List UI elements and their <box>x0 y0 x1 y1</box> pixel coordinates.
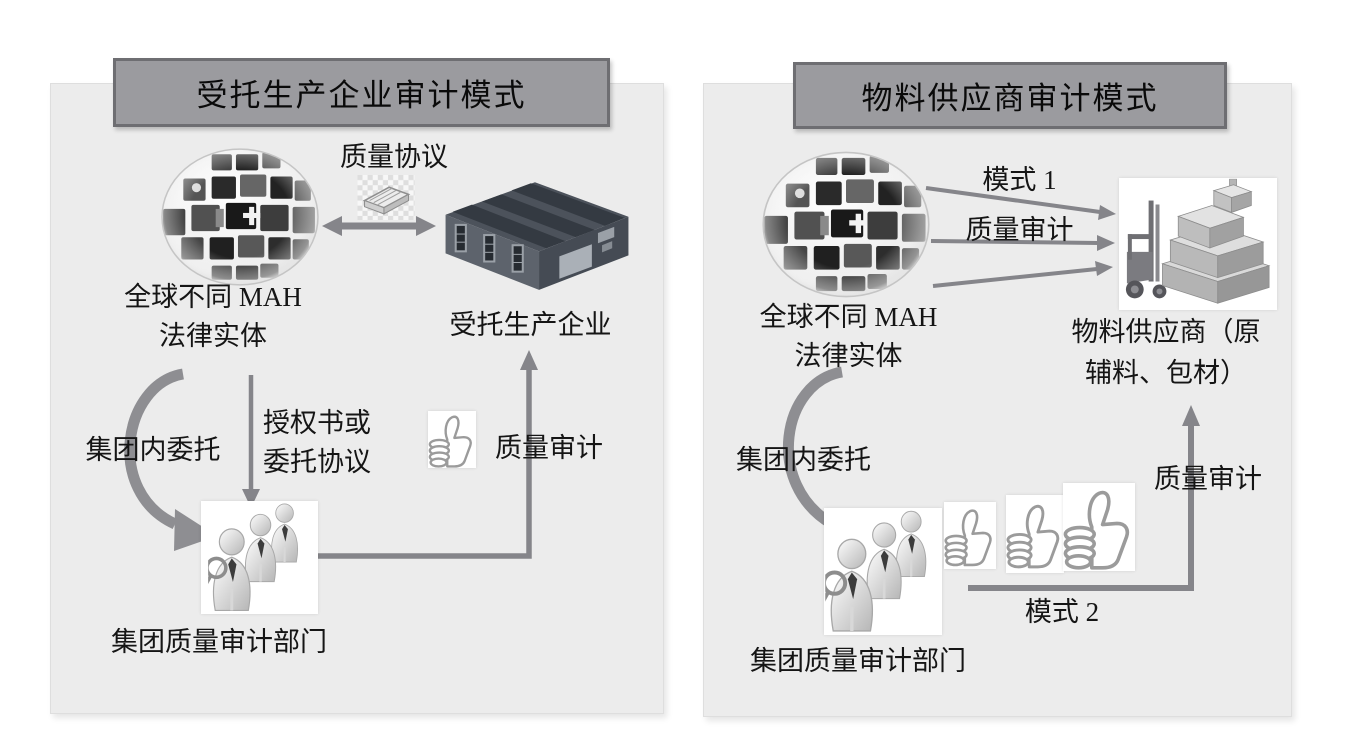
quality-audit-top-label: 质量审计 <box>965 215 1074 245</box>
audit-dept-label: 集团质量审计部门 <box>111 627 327 657</box>
audit-team-icon <box>201 501 318 614</box>
thumbs-up-icon-small <box>944 502 996 569</box>
panel-contract-manufacturer-audit: 质量协议 全球不同 MAH 法律实体 受托生产企业 集团内委托 授权书或 委托协… <box>50 83 664 714</box>
audit-dept-label: 集团质量审计部门 <box>750 646 966 676</box>
thumbs-up-icon-large <box>1063 483 1135 571</box>
mode2-label: 模式 2 <box>1024 597 1100 627</box>
mah-entity-label: 全球不同 MAH 法律实体 <box>726 298 971 376</box>
material-supplier-line1: 物料供应商（原 <box>1071 317 1261 347</box>
authorization-label-line1: 授权书或 <box>263 408 371 438</box>
audit-team-icon <box>824 508 942 635</box>
quality-audit-bottom-label: 质量审计 <box>1154 464 1262 494</box>
material-supplier-label: 物料供应商（原 辅料、包材） <box>1040 312 1292 394</box>
panel-material-supplier-audit: 模式 1 质量审计 全球不同 MAH 法律实体 物料供应商（原 辅料、包材） 集… <box>703 83 1292 717</box>
mode1-arrow-bottom <box>932 267 1098 288</box>
left-panel-title: 受托生产企业审计模式 <box>113 58 610 127</box>
mah-entity-line2: 法律实体 <box>159 321 267 351</box>
quality-agreement-label: 质量协议 <box>340 142 448 172</box>
double-arrow-left-head <box>322 216 342 236</box>
quality-audit-label: 质量审计 <box>495 433 603 463</box>
contract-manufacturer-label: 受托生产企业 <box>449 310 612 340</box>
intra-group-delegation-label: 集团内委托 <box>85 435 221 465</box>
double-arrow-right-head <box>416 216 436 236</box>
mah-entity-line2: 法律实体 <box>794 341 903 371</box>
globe-flags-icon <box>159 146 321 288</box>
forklift-pallets-icon <box>1119 178 1277 310</box>
authorization-label-line2: 委托协议 <box>263 447 371 477</box>
mah-entity-line1: 全球不同 MAH <box>759 302 938 332</box>
mode2-arrow-head <box>1182 405 1200 426</box>
right-panel-title: 物料供应商审计模式 <box>793 62 1227 129</box>
factory-icon <box>439 168 635 294</box>
thumbs-up-icon <box>428 411 476 468</box>
globe-flags-icon <box>760 148 932 301</box>
mode1-label: 模式 1 <box>982 165 1057 195</box>
thumbs-up-icon-medium <box>1006 495 1064 573</box>
elbow-arrow-head <box>520 350 538 370</box>
document-stack-icon <box>357 175 415 220</box>
mah-entity-label: 全球不同 MAH 法律实体 <box>93 278 333 356</box>
material-supplier-line2: 辅料、包材） <box>1085 358 1247 388</box>
intra-group-delegation-label: 集团内委托 <box>736 445 871 475</box>
mah-entity-line1: 全球不同 MAH <box>124 282 302 312</box>
